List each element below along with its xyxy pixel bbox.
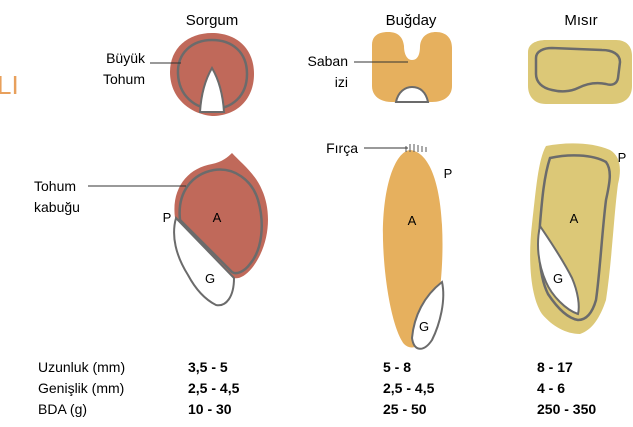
wheat-top-view <box>372 32 452 102</box>
maize-top-view <box>528 40 632 104</box>
maize-label-a: A <box>570 211 579 226</box>
sorghum-label-p: P <box>163 210 172 225</box>
value-misir-uzunluk: 8 - 17 <box>537 359 573 375</box>
value-bugday-genislik: 2,5 - 4,5 <box>383 380 435 396</box>
sorghum-label-g: G <box>205 271 215 286</box>
value-sorgum-uzunluk: 3,5 - 5 <box>188 359 228 375</box>
label-saban: Saban <box>308 53 348 69</box>
sorghum-label-a: A <box>213 210 222 225</box>
maize-label-p: P <box>618 150 627 165</box>
wheat-label-g: G <box>419 319 429 334</box>
column-title-sorgum: Sorgum <box>186 12 239 29</box>
wheat-label-p: P <box>444 166 453 181</box>
row-label-uzunluk: Uzunluk (mm) <box>38 359 125 375</box>
maize-side-view <box>530 143 620 334</box>
value-sorgum-genislik: 2,5 - 4,5 <box>188 380 240 396</box>
maize-label-g: G <box>553 271 563 286</box>
label-izi: izi <box>335 74 348 90</box>
value-bugday-uzunluk: 5 - 8 <box>383 359 411 375</box>
wheat-label-a: A <box>408 213 417 228</box>
column-title-misir: Mısır <box>564 12 597 29</box>
row-label-genislik: Genişlik (mm) <box>38 380 124 396</box>
sorghum-side-view <box>174 153 268 305</box>
edge-text: LI <box>0 70 19 100</box>
label-tohum: Tohum <box>103 71 145 87</box>
label-firca: Fırça <box>326 140 358 156</box>
label-buyuk: Büyük <box>106 50 146 66</box>
measurement-table: Uzunluk (mm) Genişlik (mm) BDA (g) 3,5 -… <box>38 359 596 417</box>
wheat-side-view <box>383 144 443 349</box>
label-tohum-kabugu-2: kabuğu <box>34 199 80 215</box>
label-tohum-kabugu-1: Tohum <box>34 178 76 194</box>
row-label-bda: BDA (g) <box>38 401 87 417</box>
value-bugday-bda: 25 - 50 <box>383 401 427 417</box>
sorghum-top-view <box>170 33 254 116</box>
column-title-bugday: Buğday <box>386 12 437 29</box>
value-sorgum-bda: 10 - 30 <box>188 401 232 417</box>
value-misir-bda: 250 - 350 <box>537 401 596 417</box>
value-misir-genislik: 4 - 6 <box>537 380 565 396</box>
